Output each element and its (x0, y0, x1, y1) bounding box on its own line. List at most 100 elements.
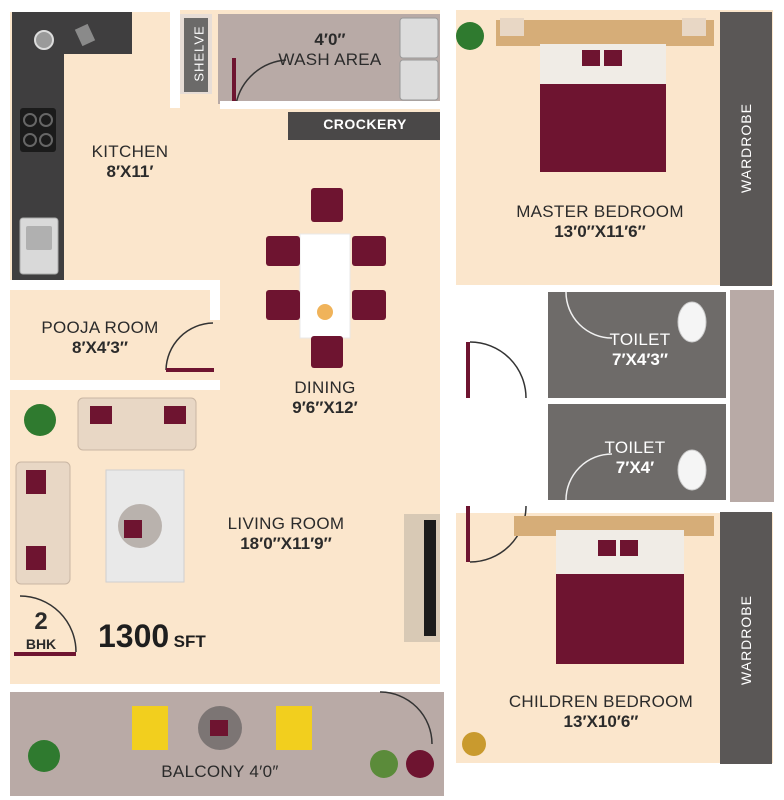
cushion-icon (582, 50, 600, 66)
area-label: 1300 SFT (98, 618, 258, 655)
children-bedroom-dim: 13′X10′6″ (563, 711, 639, 731)
wall (10, 6, 170, 12)
toilet-2-door-arc (565, 453, 613, 501)
kitchen-name: KITCHEN (91, 142, 169, 161)
balcony-table-item (210, 720, 228, 736)
side-table-icon (682, 18, 706, 36)
cushion-icon (26, 470, 46, 494)
kitchen-label: KITCHEN 8′X11′ (70, 142, 190, 181)
cushion-icon (598, 540, 616, 556)
wardrobe-top (720, 12, 772, 286)
wardrobe-bottom-label: WARDROBE (738, 595, 754, 685)
living-room-label: LIVING ROOM 18′0″X11′9″ (196, 514, 376, 553)
wash-door-arc (235, 59, 287, 105)
toilet-2-name: TOILET (604, 438, 666, 457)
bed-headboard (496, 20, 714, 46)
children-bedroom-name: CHILDREN BEDROOM (508, 692, 694, 711)
wardrobe-bottom (720, 512, 772, 764)
wall (220, 101, 442, 109)
toilet-1-dim: 7′X4′3″ (612, 349, 668, 369)
toilet-2-label: TOILET 7′X4′ (580, 438, 690, 477)
wash-door-leaf (232, 58, 236, 104)
cushion-icon (90, 406, 112, 424)
commode-icon (677, 301, 707, 343)
toilet-1-label: TOILET 7′X4′3″ (580, 330, 700, 369)
burner-icon (39, 133, 53, 147)
cushion-icon (164, 406, 186, 424)
wall (10, 684, 444, 692)
cushion-icon (604, 50, 622, 66)
plant-icon (462, 732, 486, 756)
entry-door-leaf (14, 652, 76, 656)
area-unit: SFT (173, 632, 206, 651)
wash-area-dim: 4′0″ (314, 30, 346, 49)
wall (210, 280, 220, 320)
plant-icon (28, 740, 60, 772)
tv-icon (424, 520, 436, 636)
kitchen-dim: 8′X11′ (106, 161, 154, 181)
plant-icon (24, 404, 56, 436)
shelve-unit (184, 18, 208, 92)
dining-chairs (266, 188, 386, 368)
master-bed-pillows (540, 44, 666, 84)
balcony-label: BALCONY 4′0″ (120, 762, 320, 782)
plant-icon (370, 750, 398, 778)
burner-icon (23, 133, 37, 147)
dining-table (299, 233, 351, 339)
burner-icon (23, 113, 37, 127)
crockery-unit (288, 112, 442, 140)
pooja-room-name: POOJA ROOM (41, 318, 159, 337)
coffee-table-item (124, 520, 142, 538)
pooja-door-arc (165, 322, 214, 371)
wall (10, 280, 220, 290)
master-bedroom-label: MASTER BEDROOM 13′0″X11′6″ (490, 202, 710, 241)
living-room-dim: 18′0″X11′9″ (240, 533, 332, 553)
pooja-door-leaf (166, 368, 214, 372)
wall (170, 6, 180, 108)
master-bedroom-name: MASTER BEDROOM (516, 202, 684, 221)
cushion-icon (620, 540, 638, 556)
balcony-chair-icon (132, 706, 168, 750)
duct-area (730, 290, 774, 502)
wardrobe-top-label: WARDROBE (738, 103, 754, 193)
entry-door-arc (19, 595, 77, 653)
plant-icon (456, 22, 484, 50)
balcony-chair-icon (276, 706, 312, 750)
washing-machine-icon (399, 59, 439, 101)
wall (440, 6, 456, 774)
dining-name: DINING (294, 378, 356, 397)
toilet-1-door-arc (565, 291, 613, 339)
sink-basin-icon (26, 226, 52, 250)
bhk-badge: 2 BHK (18, 608, 64, 652)
utensil-icon (74, 23, 96, 47)
master-bedroom-dim: 13′0″X11′6″ (554, 221, 646, 241)
commode-icon (677, 449, 707, 491)
plant-icon (406, 750, 434, 778)
shelve-label: SHELVE (191, 25, 207, 82)
area-value: 1300 (98, 618, 170, 654)
fruit-bowl-icon (317, 304, 333, 320)
balcony-name: BALCONY 4′0″ (161, 762, 279, 781)
toilet-2-dim: 7′X4′ (615, 457, 655, 477)
dining-label: DINING 9′6″X12′ (260, 378, 390, 417)
master-door-arc (469, 341, 527, 399)
pooja-room-label: POOJA ROOM 8′X4′3″ (20, 318, 180, 357)
washing-machine-icon (399, 17, 439, 59)
dining-dim: 9′6″X12′ (292, 397, 358, 417)
master-door-leaf (466, 342, 470, 398)
bhk-number: 2 (34, 608, 48, 635)
wash-area-label: 4′0″ WASH AREA (250, 30, 410, 69)
living-room-name: LIVING ROOM (227, 514, 345, 533)
burner-icon (39, 113, 53, 127)
pooja-room-dim: 8′X4′3″ (72, 337, 128, 357)
balcony-door-arc (379, 691, 433, 745)
children-door-leaf (466, 506, 470, 562)
stove-icon (20, 108, 56, 152)
wall (10, 380, 220, 390)
kettle-icon (34, 30, 54, 50)
crockery-label: CROCKERY (323, 116, 407, 132)
children-bedroom-label: CHILDREN BEDROOM 13′X10′6″ (476, 692, 726, 731)
toilet-1-name: TOILET (609, 330, 671, 349)
